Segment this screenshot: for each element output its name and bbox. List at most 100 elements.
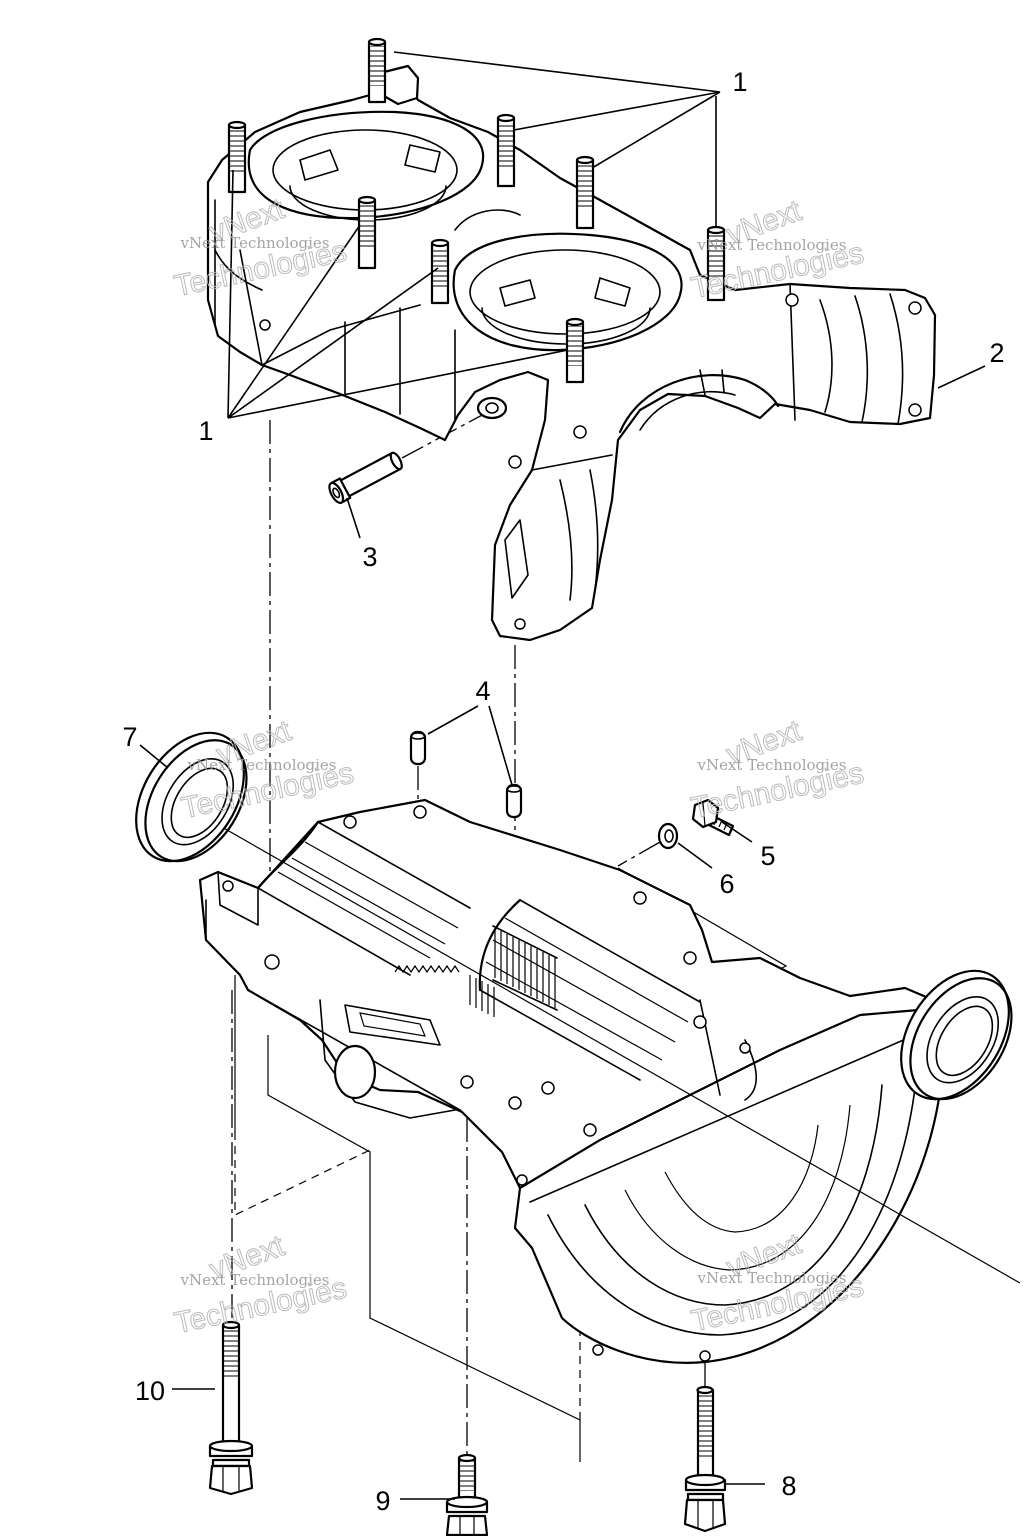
bolt-hole bbox=[460, 1075, 474, 1089]
callout-9: 9 bbox=[375, 1486, 390, 1516]
gear-teeth bbox=[494, 928, 556, 1008]
front-face-edge bbox=[319, 999, 456, 1119]
callout-5: 5 bbox=[760, 841, 775, 871]
cylinder-2-bore bbox=[469, 249, 661, 335]
stud bbox=[565, 317, 585, 384]
watermark: vNext vNext Technologies Technologies bbox=[171, 1229, 350, 1341]
saddle-web bbox=[699, 369, 725, 396]
bolt-9 bbox=[445, 1453, 489, 1536]
serrated-edge bbox=[394, 964, 460, 974]
watermark-small: vNext Technologies bbox=[186, 756, 336, 774]
bearing-saddle bbox=[618, 374, 780, 434]
housing-arc bbox=[584, 1084, 883, 1306]
transfer-port bbox=[404, 144, 441, 173]
plug-alignment-line bbox=[617, 841, 661, 867]
bolt-hole bbox=[516, 1174, 528, 1186]
crank-trough-2-near-rim bbox=[479, 989, 641, 1081]
lower-crankcase-outline bbox=[198, 798, 947, 1364]
bolt-hole bbox=[259, 319, 271, 331]
sealing-washer bbox=[657, 822, 679, 850]
bolt-hole bbox=[264, 954, 280, 970]
bolt-hole bbox=[693, 1015, 707, 1029]
bolt-hole bbox=[739, 1042, 751, 1054]
leg-top-edge bbox=[531, 454, 613, 471]
leader-3 bbox=[346, 497, 361, 539]
case-edge bbox=[261, 304, 421, 366]
bolt-hole bbox=[683, 951, 697, 965]
leg-slot bbox=[504, 519, 529, 599]
leader-lines bbox=[139, 51, 986, 1500]
phantom-hidden-edge bbox=[234, 1132, 371, 1216]
watermark-small: vNext Technologies bbox=[179, 1271, 329, 1289]
callout-1-bottom: 1 bbox=[198, 416, 213, 446]
crank-trough-1-surface bbox=[277, 841, 459, 959]
cylinder-web bbox=[454, 209, 521, 231]
bolt-hole bbox=[343, 815, 357, 829]
crank-trough-2-surface bbox=[485, 917, 689, 1061]
housing-flange-inner bbox=[529, 1021, 946, 1203]
front-face-bore bbox=[333, 1044, 377, 1100]
stud-boss bbox=[382, 64, 420, 106]
transfer-port bbox=[594, 277, 631, 307]
bolt-8 bbox=[683, 1385, 727, 1533]
cylinder-2-rim bbox=[452, 232, 683, 352]
housing-arc bbox=[664, 1124, 819, 1233]
case-edge bbox=[217, 871, 259, 926]
leader-1-bottom bbox=[227, 169, 569, 419]
watermark-small: vNext Technologies bbox=[696, 1269, 846, 1287]
gear-teeth-edge bbox=[492, 925, 558, 1011]
front-face-edge bbox=[247, 989, 503, 1153]
leader-5 bbox=[721, 821, 753, 843]
bolt-10 bbox=[208, 1320, 254, 1496]
callouts: 1 1 2 3 4 5 6 7 8 9 10 bbox=[122, 67, 1004, 1516]
lower-crankcase bbox=[198, 798, 947, 1364]
phantom-edge bbox=[267, 1035, 581, 1462]
watermark-small: vNext Technologies bbox=[179, 234, 329, 252]
watermark-small: vNext Technologies bbox=[696, 236, 846, 254]
stud bbox=[367, 37, 387, 104]
watermark: vNext vNext Technologies Technologies bbox=[688, 714, 867, 826]
bolt-hole bbox=[583, 1123, 597, 1137]
transfer-port bbox=[299, 149, 339, 181]
duct-curve bbox=[819, 299, 833, 413]
gear-teeth bbox=[469, 975, 495, 1017]
studs bbox=[227, 37, 726, 384]
case-edge bbox=[214, 249, 263, 291]
callout-3: 3 bbox=[362, 542, 377, 572]
bolt-hole bbox=[508, 1096, 522, 1110]
housing-flange bbox=[518, 1006, 944, 1190]
bolt-hole bbox=[785, 293, 799, 307]
bolt-hole bbox=[699, 1350, 711, 1362]
bolt-hole bbox=[633, 891, 647, 905]
bolt-hole bbox=[413, 805, 427, 819]
drain-plug bbox=[691, 798, 735, 837]
crank-trough-2-far-rim bbox=[519, 899, 701, 1003]
cylinder-1-rim bbox=[247, 110, 485, 220]
case-edge bbox=[239, 249, 263, 366]
leg-rib bbox=[589, 469, 599, 591]
crank-trough-1-far-rim bbox=[317, 821, 471, 909]
dowel-pins bbox=[409, 730, 523, 819]
dowel-hole bbox=[485, 402, 499, 414]
part-3-sleeve bbox=[328, 451, 403, 504]
duct-curve bbox=[889, 293, 904, 425]
dowel-pin bbox=[505, 783, 523, 819]
dowel-boss bbox=[476, 396, 508, 420]
bolt-hole bbox=[908, 403, 922, 417]
oil-seal-right bbox=[900, 969, 1013, 1101]
stud bbox=[496, 113, 516, 188]
watermark: vNext vNext Technologies Technologies bbox=[178, 714, 357, 826]
bolt-hole bbox=[222, 880, 234, 892]
front-face-slot-inner bbox=[359, 1012, 426, 1037]
callout-1-top: 1 bbox=[732, 67, 747, 97]
duct-curve bbox=[854, 295, 869, 423]
bolt-hole bbox=[573, 425, 587, 439]
crank-trough-1-near-rim bbox=[257, 887, 411, 976]
leader-4 bbox=[427, 705, 513, 786]
leader-6 bbox=[677, 842, 713, 869]
bolt-hole bbox=[592, 1344, 604, 1356]
dowel-pin bbox=[409, 730, 427, 766]
leg-rib bbox=[559, 479, 573, 601]
bolt-hole bbox=[908, 301, 922, 315]
